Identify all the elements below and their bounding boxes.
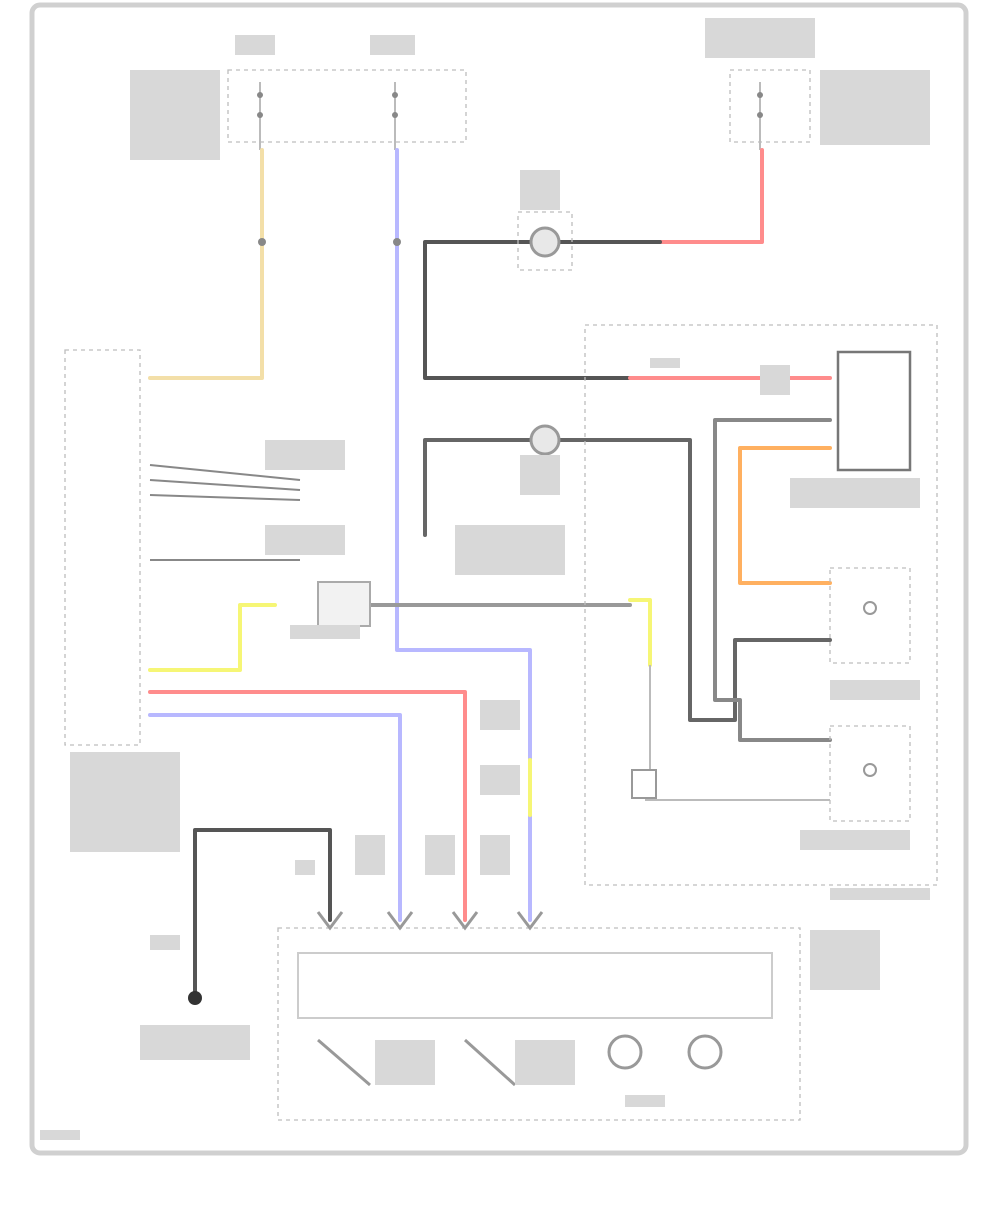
ground-point bbox=[188, 991, 202, 1005]
connector-box bbox=[317, 581, 371, 627]
connector-top bbox=[529, 226, 561, 258]
wire-yellow bbox=[148, 603, 277, 672]
sensor-assembly bbox=[631, 665, 657, 799]
switch-unit bbox=[277, 927, 801, 1121]
sensor-block bbox=[836, 350, 912, 472]
motor-assembly-2 bbox=[829, 725, 911, 822]
wire-ground bbox=[193, 828, 332, 997]
fuse-block-left bbox=[227, 69, 467, 150]
ecm-module bbox=[64, 349, 141, 746]
lamp-2 bbox=[687, 1034, 723, 1070]
fuse-block-right bbox=[729, 69, 811, 150]
wire-blue-low bbox=[148, 713, 402, 922]
illegible-labels bbox=[40, 18, 930, 1140]
switch-inner bbox=[297, 952, 773, 1019]
wire-yellow-2 bbox=[628, 598, 652, 667]
wire-black-mid bbox=[423, 438, 832, 722]
lamp-1 bbox=[607, 1034, 643, 1070]
wire-tan bbox=[148, 148, 264, 380]
sensor-panel bbox=[584, 324, 938, 886]
connector-mid bbox=[529, 424, 561, 456]
wire-red-low bbox=[148, 690, 467, 922]
wire-bundle bbox=[149, 464, 301, 561]
diagram-frame bbox=[29, 2, 969, 1156]
wire-orange bbox=[738, 446, 832, 585]
wire-black-loop bbox=[423, 240, 662, 380]
wire-red-top bbox=[658, 148, 764, 244]
wire-gray-1 bbox=[713, 418, 832, 742]
motor-assembly-1 bbox=[829, 567, 911, 664]
